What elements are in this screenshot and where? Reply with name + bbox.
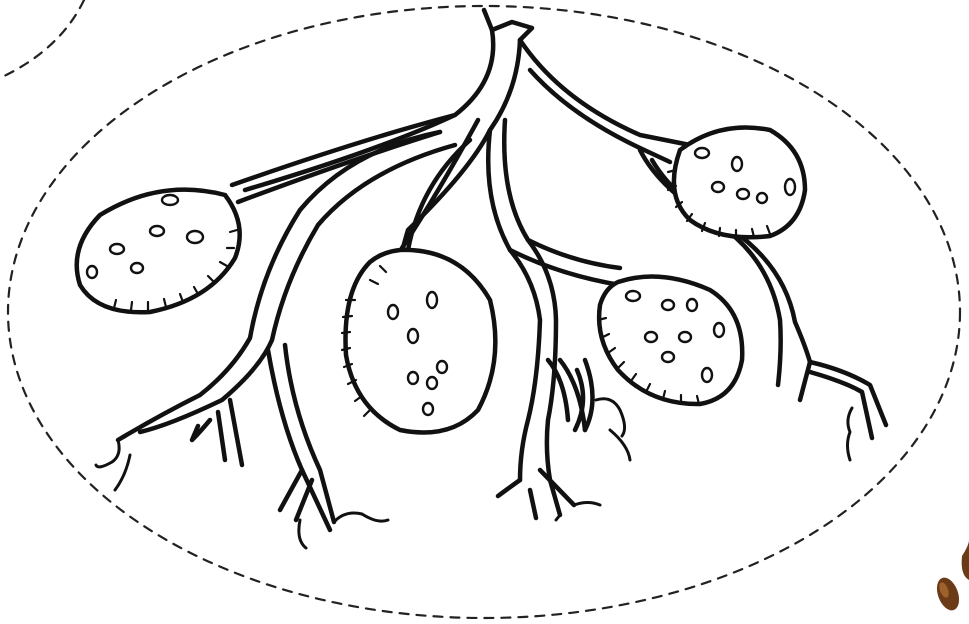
- potato-tuber-center: [342, 250, 495, 433]
- potato-tuber-left: [77, 190, 240, 313]
- potato-tuber-lower-right: [598, 277, 742, 404]
- potato-tuber-upper-right: [668, 128, 805, 239]
- decorative-seed-icon: [933, 540, 969, 613]
